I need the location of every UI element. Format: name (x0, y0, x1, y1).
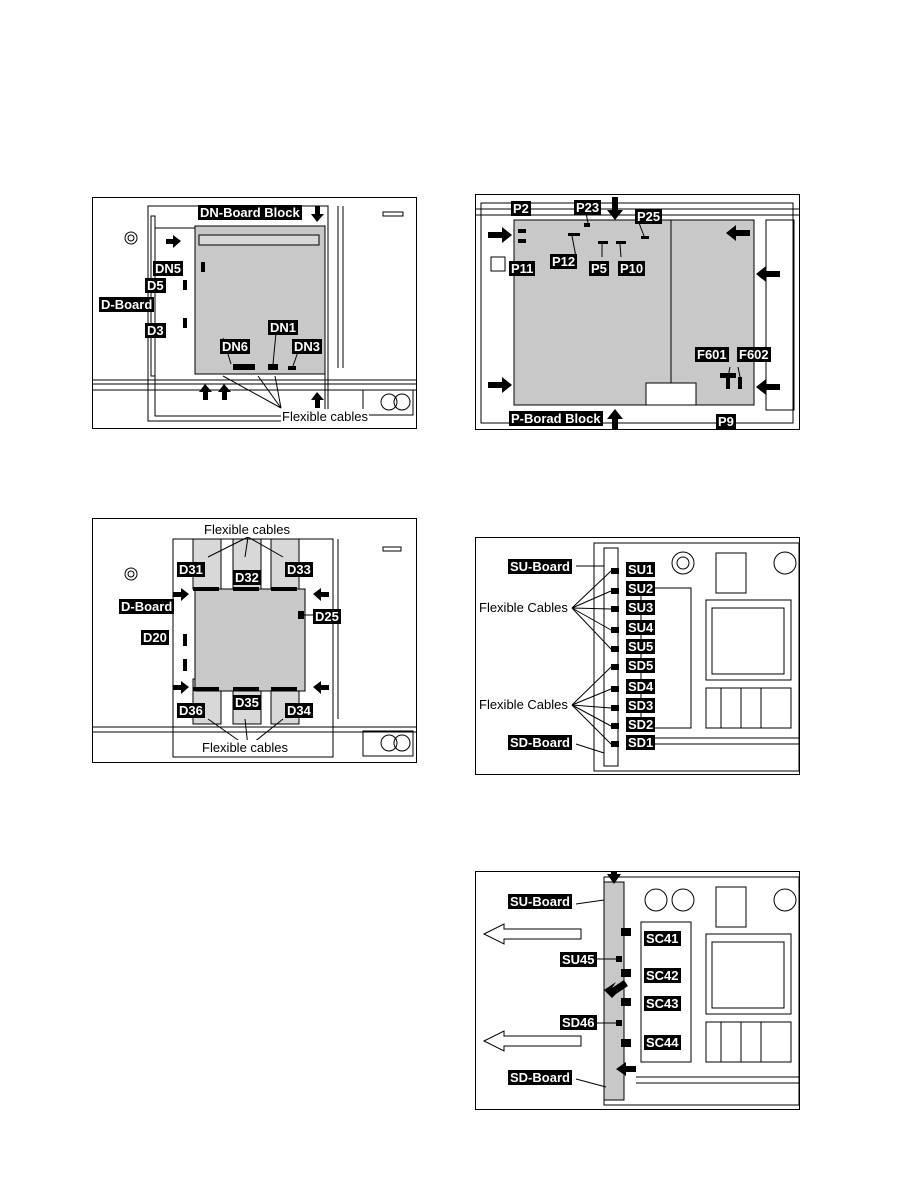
arrow-icon (313, 588, 329, 601)
label-dn5: DN5 (153, 261, 184, 276)
connectors (183, 262, 296, 370)
p-board (513, 219, 755, 406)
label-sd46: SD46 (560, 1015, 597, 1030)
label-d-board: D-Board (119, 599, 175, 614)
label-sc41: SC41 (644, 931, 681, 946)
label-sd-board: SD-Board (508, 735, 572, 750)
label-sd4: SD4 (626, 679, 656, 694)
label-p-board-block: P-Borad Block (509, 411, 603, 426)
label-sc44: SC44 (644, 1035, 681, 1050)
label-sd2: SD2 (626, 717, 656, 732)
label-d35: D35 (233, 695, 261, 710)
flexible-cable-leaders (571, 565, 612, 754)
label-p5: P5 (589, 261, 609, 276)
label-f602: F602 (737, 347, 771, 362)
label-su45: SU45 (560, 952, 597, 967)
arrow-icon (488, 227, 512, 243)
label-dn3: DN3 (292, 339, 323, 354)
label-p23: P23 (574, 200, 602, 215)
direction-arrows (482, 923, 582, 1052)
arrow-icon (313, 681, 329, 694)
label-dn6: DN6 (220, 339, 251, 354)
su-sd-removal-illustration (482, 872, 799, 1106)
panel-su-sd-boards: SU-Board Flexible Cables Flexible Cables… (475, 537, 800, 775)
d-board-illustration (93, 536, 416, 758)
arrow-icon (607, 409, 623, 429)
panel-p-board-block: P2 P23 P25 P11 P12 P5 P10 F601 F602 P-Bo… (475, 194, 800, 430)
label-d-board: D-Board (99, 297, 155, 312)
label-sc43: SC43 (644, 996, 681, 1011)
arrow-icon (173, 681, 189, 694)
label-d32: D32 (233, 570, 261, 585)
arrow-icon (726, 225, 750, 241)
label-su1: SU1 (626, 562, 656, 577)
label-d34: D34 (285, 703, 313, 718)
screw-arrows (488, 197, 780, 429)
label-su-board: SU-Board (508, 559, 572, 574)
label-p9: P9 (716, 414, 736, 429)
label-sd5: SD5 (626, 658, 656, 673)
dn-board-illustration (93, 205, 416, 422)
label-su3: SU3 (626, 600, 656, 615)
label-d3: D3 (145, 323, 166, 338)
arrow-icon (173, 588, 189, 601)
label-sc42: SC42 (644, 968, 681, 983)
label-p10: P10 (618, 261, 646, 276)
label-su4: SU4 (626, 620, 656, 635)
left-arrow-icon (482, 923, 582, 945)
d-board (194, 588, 306, 692)
arrow-icon (488, 377, 512, 393)
label-su-board: SU-Board (508, 894, 572, 909)
screw-arrows (166, 206, 324, 408)
label-d5: D5 (145, 278, 166, 293)
label-d31: D31 (177, 562, 205, 577)
screw-arrows (604, 872, 636, 1076)
label-sd1: SD1 (626, 735, 656, 750)
arrow-icon (756, 379, 780, 395)
label-flexible-cables: Flexible cables (281, 409, 369, 424)
arrow-icon (218, 384, 231, 400)
panel-su-sd-removal: SU-Board SC41 SU45 SC42 SC43 SD46 SC44 S… (475, 871, 800, 1110)
left-arrow-icon (482, 1030, 582, 1052)
label-flexible-cables-bottom: Flexible cables (201, 740, 289, 755)
screw-arrows (173, 588, 329, 694)
label-flexible-cables-lower: Flexible Cables (478, 697, 569, 712)
label-su2: SU2 (626, 581, 656, 596)
p-board-illustration (476, 197, 799, 429)
connectors (611, 568, 619, 747)
label-dn-board-block: DN-Board Block (198, 205, 302, 220)
label-d33: D33 (285, 562, 313, 577)
arrow-icon (166, 235, 181, 248)
label-d25: D25 (313, 609, 341, 624)
arrow-icon (756, 266, 780, 282)
panel-d-board: Flexible cables D31 D32 D33 D-Board D25 … (92, 518, 417, 763)
label-sd3: SD3 (626, 698, 656, 713)
label-d36: D36 (177, 703, 205, 718)
connectors (183, 587, 304, 691)
arrow-icon (199, 384, 212, 400)
arrow-icon (311, 392, 324, 408)
label-dn1: DN1 (268, 320, 299, 335)
connectors (616, 928, 631, 1047)
label-d20: D20 (141, 630, 169, 645)
label-sd-board: SD-Board (508, 1070, 572, 1085)
arrow-icon (311, 206, 324, 222)
arrow-icon (607, 872, 621, 884)
label-su5: SU5 (626, 639, 656, 654)
su-sd-illustration (571, 542, 799, 772)
label-flexible-cables-top: Flexible cables (203, 522, 291, 537)
label-p12: P12 (550, 254, 578, 269)
label-p25: P25 (635, 209, 663, 224)
arrow-icon (604, 980, 628, 998)
arrow-icon (607, 197, 623, 220)
label-p11: P11 (509, 261, 536, 276)
label-flexible-cables-upper: Flexible Cables (478, 600, 569, 615)
panel-dn-board-block: DN-Board Block DN5 D5 D-Board D3 DN1 DN6… (92, 197, 417, 429)
label-f601: F601 (695, 347, 729, 362)
label-p2: P2 (511, 201, 531, 216)
arrow-icon (616, 1062, 636, 1076)
